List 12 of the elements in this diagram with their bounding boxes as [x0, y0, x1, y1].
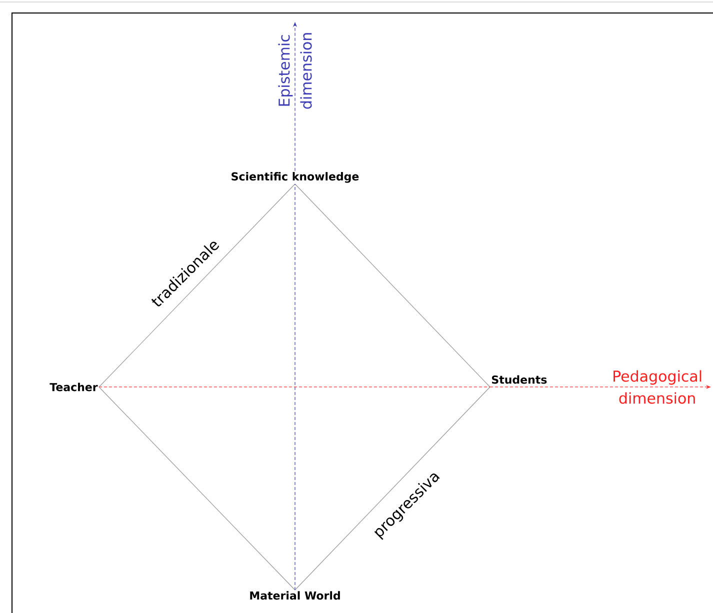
axis-title: Epistemic dimension	[278, 33, 312, 109]
axis-title: Pedagogical dimension	[614, 370, 702, 404]
vertex-label: Scientific knowledge	[232, 172, 359, 183]
diamond-side	[98, 386, 296, 590]
vertex-label: Students	[492, 375, 547, 384]
axis-line	[294, 184, 296, 590]
diamond-side	[294, 386, 490, 590]
vertex-label: Teacher	[50, 382, 98, 392]
diamond-side	[98, 184, 296, 388]
axis-line	[98, 386, 490, 388]
diamond-side	[294, 184, 490, 388]
vertex-label: Material World	[250, 591, 340, 600]
